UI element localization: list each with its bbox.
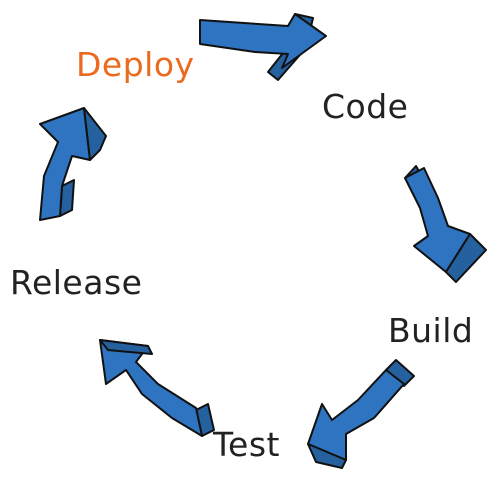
arrow-release-to-deploy [39,107,107,221]
arrow-code-to-build [404,165,487,283]
arrow-test-to-release [99,339,215,437]
arrow-deploy-to-code [199,13,327,81]
arrow-build-to-test [307,359,415,469]
stage-label-build: Build [388,311,474,350]
stage-label-test: Test [213,425,280,464]
stage-label-code: Code [322,87,409,126]
stage-label-deploy: Deploy [76,45,195,84]
stage-label-release: Release [10,263,143,302]
